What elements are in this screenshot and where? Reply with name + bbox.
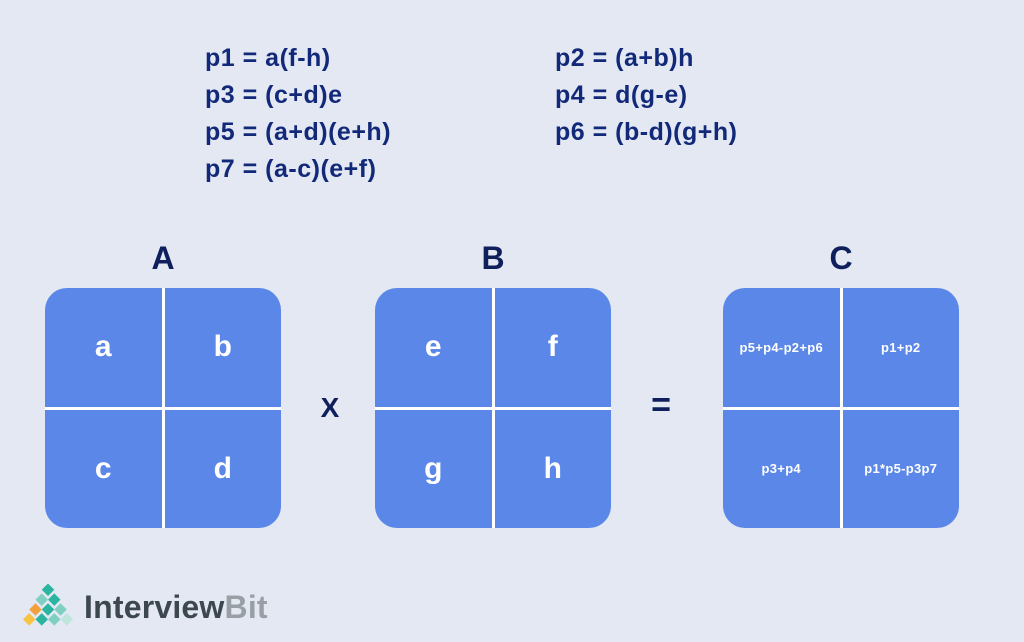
- matrix-c-cell-bottom-left: p3+p4: [723, 409, 840, 528]
- matrix-c-grid: p5+p4-p2+p6 p1+p2 p3+p4 p1*p5-p3p7: [723, 288, 959, 528]
- matrix-a-label: A: [151, 240, 175, 276]
- formula-list-left: p1 = a(f-h) p3 = (c+d)e p5 = (a+d)(e+h) …: [205, 40, 391, 188]
- matrix-b-cell-bottom-left: g: [375, 409, 492, 528]
- formula-p2: p2 = (a+b)h: [555, 44, 694, 72]
- matrix-a-cell-bottom-left: c: [45, 409, 162, 528]
- interviewbit-logo: InterviewBit: [22, 582, 268, 633]
- matrix-a-cell-top-left: a: [45, 288, 162, 407]
- matrix-b-grid: e f g h: [375, 288, 611, 528]
- logo-text-interview: Interview: [84, 589, 225, 625]
- logo-text-bit: Bit: [224, 589, 268, 625]
- formula-p6: p6 = (b-d)(g+h): [555, 118, 738, 146]
- matrix-a-cell-bottom-right: d: [164, 409, 281, 528]
- interviewbit-logo-icon: [22, 582, 74, 633]
- matrix-b-cell-top-left: e: [375, 288, 492, 407]
- formula-p5: p5 = (a+d)(e+h): [205, 118, 392, 146]
- formula-p1: p1 = a(f-h): [205, 44, 331, 72]
- formula-p7: p7 = (a-c)(e+f): [205, 155, 377, 183]
- matrix-c: p5+p4-p2+p6 p1+p2 p3+p4 p1*p5-p3p7: [723, 288, 959, 528]
- matrix-c-label: C: [829, 240, 853, 276]
- matrix-a-grid: a b c d: [45, 288, 281, 528]
- formula-list-right: p2 = (a+b)h p4 = d(g-e) p6 = (b-d)(g+h): [555, 40, 737, 151]
- multiply-operator: X: [320, 392, 340, 423]
- matrix-b: e f g h: [375, 288, 611, 528]
- matrix-b-label: B: [481, 240, 505, 276]
- matrix-c-cell-top-left: p5+p4-p2+p6: [723, 288, 840, 407]
- matrix-c-cell-top-right: p1+p2: [842, 288, 959, 407]
- matrix-a: a b c d: [45, 288, 281, 528]
- matrix-b-cell-bottom-right: h: [494, 409, 611, 528]
- interviewbit-logo-text: InterviewBit: [84, 589, 268, 626]
- equals-operator: =: [651, 386, 671, 424]
- formula-p4: p4 = d(g-e): [555, 81, 688, 109]
- matrix-a-cell-top-right: b: [164, 288, 281, 407]
- matrix-c-cell-bottom-right: p1*p5-p3p7: [842, 409, 959, 528]
- matrix-b-cell-top-right: f: [494, 288, 611, 407]
- formula-p3: p3 = (c+d)e: [205, 81, 343, 109]
